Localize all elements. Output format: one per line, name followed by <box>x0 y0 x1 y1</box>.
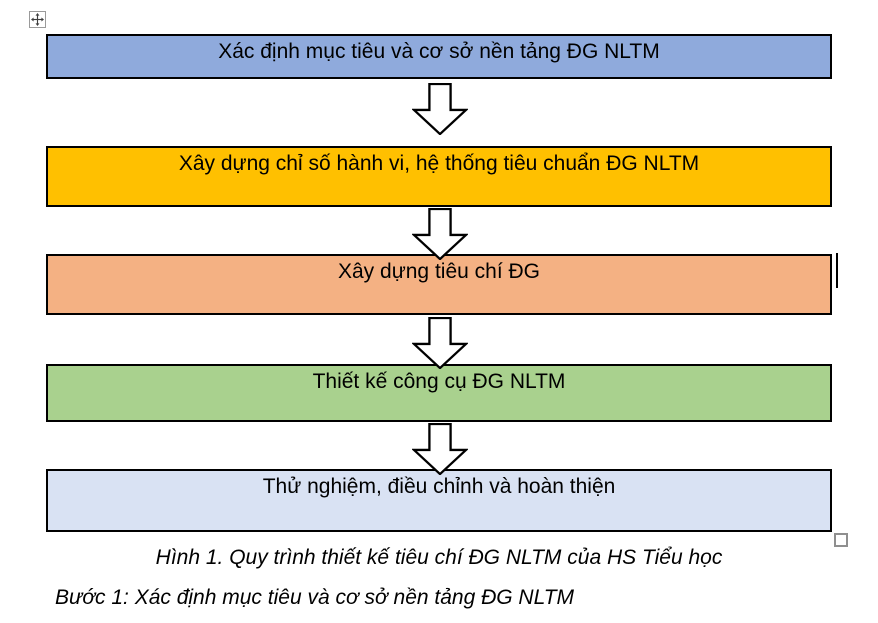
flow-box-step-2-label: Xây dựng chỉ số hành vi, hệ thống tiêu c… <box>178 152 700 175</box>
resize-square-icon[interactable] <box>834 533 848 547</box>
down-arrow-shape <box>412 317 468 369</box>
down-arrow-icon[interactable] <box>412 83 468 135</box>
flow-box-step-1-label: Xác định mục tiêu và cơ sở nền tảng ĐG N… <box>218 40 660 63</box>
figure-caption: Hình 1. Quy trình thiết kế tiêu chí ĐG N… <box>155 546 723 569</box>
flow-box-step-4-label: Thiết kế công cụ ĐG NLTM <box>312 370 566 393</box>
shape-edge-artifact <box>836 253 838 288</box>
flow-box-step-4[interactable]: Thiết kế công cụ ĐG NLTM <box>46 364 832 422</box>
down-arrow-shape <box>412 208 468 260</box>
down-arrow-icon[interactable] <box>412 317 468 369</box>
flow-box-step-3[interactable]: Xây dựng tiêu chí ĐG <box>46 254 832 315</box>
flow-box-step-3-label: Xây dựng tiêu chí ĐG <box>338 260 540 283</box>
step-1-heading: Bước 1: Xác định mục tiêu và cơ sở nền t… <box>55 586 575 609</box>
flow-box-step-5[interactable]: Thử nghiệm, điều chỉnh và hoàn thiện <box>46 469 832 532</box>
down-arrow-icon[interactable] <box>412 423 468 475</box>
flow-box-step-5-label: Thử nghiệm, điều chỉnh và hoàn thiện <box>262 475 616 498</box>
move-handle[interactable] <box>29 11 46 28</box>
down-arrow-shape <box>412 83 468 135</box>
move-cross-icon <box>31 13 44 26</box>
flow-box-step-2[interactable]: Xây dựng chỉ số hành vi, hệ thống tiêu c… <box>46 146 832 207</box>
down-arrow-shape <box>412 423 468 475</box>
down-arrow-icon[interactable] <box>412 208 468 260</box>
flow-box-step-1[interactable]: Xác định mục tiêu và cơ sở nền tảng ĐG N… <box>46 34 832 79</box>
